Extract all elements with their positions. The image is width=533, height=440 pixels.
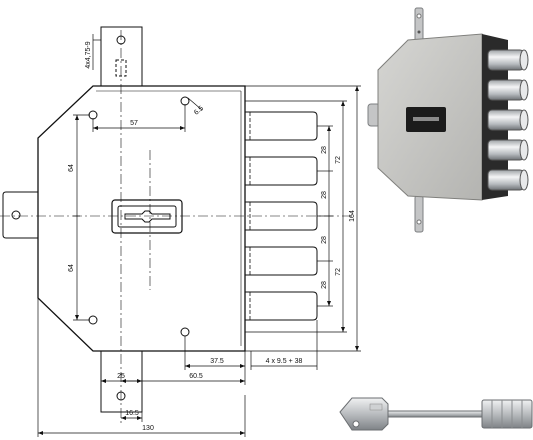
lock-bolts — [487, 49, 529, 191]
bottom-bracket — [100, 351, 143, 413]
dim-bolt-28-2: 28 — [321, 191, 328, 199]
dim-plate-width: 60.5 — [189, 373, 203, 380]
dimension-labels: 57 64 64 28 28 28 28 72 72 164 37.5 60.5… — [68, 41, 356, 432]
dim-height-164: 164 — [349, 210, 356, 222]
dim-width-total: 130 — [142, 425, 154, 432]
dim-screw-spec: 4x4,75-9 — [85, 41, 92, 68]
left-ear — [2, 191, 38, 239]
dim-lower-64: 64 — [68, 264, 75, 272]
screw-hole-bottom-left — [88, 315, 98, 325]
center-lines — [0, 30, 352, 425]
dimension-lines — [37, 34, 361, 437]
dim-bolt-28-4: 28 — [321, 281, 328, 289]
dim-bracket-25: 25 — [117, 373, 125, 380]
screw-hole-top-right — [180, 96, 190, 106]
dim-top-spacing: 57 — [130, 120, 138, 127]
top-bracket — [100, 26, 143, 86]
dim-bolt-spec: 4 x 9.5 + 38 — [266, 358, 303, 365]
keyhole-plate-inner — [117, 205, 177, 228]
dim-upper-64: 64 — [68, 164, 75, 172]
keyhole-plate-outer — [111, 199, 183, 234]
left-ear-hole — [11, 210, 21, 220]
key-bow — [339, 397, 389, 431]
dim-height-72-bottom: 72 — [335, 268, 342, 276]
dim-bracket-16-5: 16.5 — [125, 410, 139, 417]
screw-hole-top-left — [88, 110, 98, 120]
technical-drawing — [0, 26, 361, 437]
arrowheads — [38, 86, 359, 435]
key-blade — [387, 410, 489, 418]
dim-bolt-28-3: 28 — [321, 236, 328, 244]
dim-key-offset: 37.5 — [210, 358, 224, 365]
dim-bolt-28-1: 28 — [321, 146, 328, 154]
screw-hole-bottom-right — [180, 327, 190, 337]
dim-hole-diameter: 6.5 — [193, 105, 205, 117]
keyhole-slot — [124, 210, 171, 223]
key-render — [339, 397, 533, 431]
dim-height-72-top: 72 — [335, 156, 342, 164]
lock-product-render — [367, 7, 529, 233]
key-bit — [481, 399, 533, 429]
